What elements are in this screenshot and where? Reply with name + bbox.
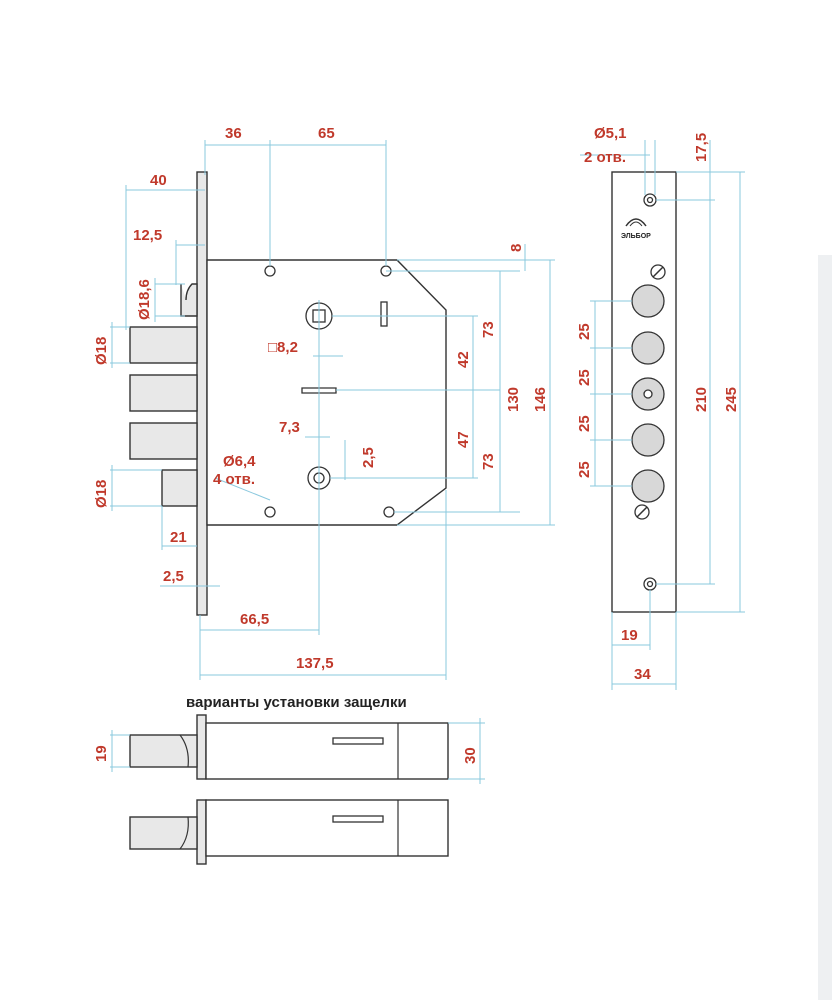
latch-bolt-variant-2 [129,816,198,850]
pitch-25-4: 25 [576,461,593,478]
mount-hole-1 [264,265,276,277]
dim-30: 30 [462,747,479,764]
latch-variant-1 [110,714,485,784]
dim-42: 42 [455,351,472,368]
latch-variant-2 [129,799,449,865]
bolt-end-4 [631,469,665,503]
dim-7-3: 7,3 [279,419,300,436]
latch-variants-caption: варианты установки защелки [186,694,407,711]
dimension-labels: 36 65 40 12,5 Ø18,6 Ø18 Ø18 21 2,5 66,5 … [93,125,740,764]
front-plate-view: ЭЛЬБОР [611,171,677,613]
dim-73-bottom: 73 [480,453,497,470]
bolt-4 [161,469,198,507]
bolt-3 [129,422,198,460]
dim-137-5: 137,5 [296,655,334,672]
bolt-end-1 [631,284,665,318]
dim-210: 210 [693,387,710,412]
dim-2-holes: 2 отв. [584,149,626,166]
dim-18-top: Ø18 [93,337,110,365]
lock-body-variant-2 [205,799,449,857]
dim-8: 8 [508,244,525,252]
dim-5-1: Ø5,1 [594,125,627,142]
mount-hole-4 [383,506,395,518]
dim-2-5-cyl: 2,5 [360,447,377,468]
mount-hole-3 [264,506,276,518]
latch-bolt-variant-1 [129,734,198,768]
dim-40: 40 [150,172,167,189]
dim-19-latch: 19 [93,745,110,762]
front-plate-guides [580,140,745,690]
pitch-25-3: 25 [576,415,593,432]
dim-36: 36 [225,125,242,142]
dim-73-top: 73 [480,321,497,338]
dim-130: 130 [505,387,522,412]
pitch-25-1: 25 [576,323,593,340]
bolt-1 [129,326,198,364]
dim-66-5: 66,5 [240,611,269,628]
dim-146: 146 [532,387,549,412]
latch [180,283,198,317]
dim-21: 21 [170,529,187,546]
dim-65: 65 [318,125,335,142]
faceplate-strip [196,171,208,616]
lock-side-view [129,171,447,616]
dim-19-plate: 19 [621,627,638,644]
bolt-end-2 [631,331,665,365]
dim-4-holes: 4 отв. [213,471,255,488]
dim-17-5: 17,5 [693,133,710,162]
lock-body-variant-1 [205,722,449,780]
dim-34: 34 [634,666,651,683]
dim-47: 47 [455,431,472,448]
dim-245: 245 [723,387,740,412]
dim-12-5: 12,5 [133,227,162,244]
right-edge-shadow [818,255,832,1000]
bolt-2 [129,374,198,412]
brand-logo-icon [625,218,647,227]
dimension-guides [110,140,555,680]
pitch-25-2: 25 [576,369,593,386]
dim-18-6: Ø18,6 [136,279,153,320]
latch-slot [380,301,388,327]
dim-18-bottom: Ø18 [93,480,110,508]
dim-2-5-left: 2,5 [163,568,184,585]
dim-6-4: Ø6,4 [223,453,256,470]
bolt-end-3 [631,423,665,457]
dim-square-8-2: □8,2 [268,339,298,356]
brand-label: ЭЛЬБОР [621,233,651,240]
